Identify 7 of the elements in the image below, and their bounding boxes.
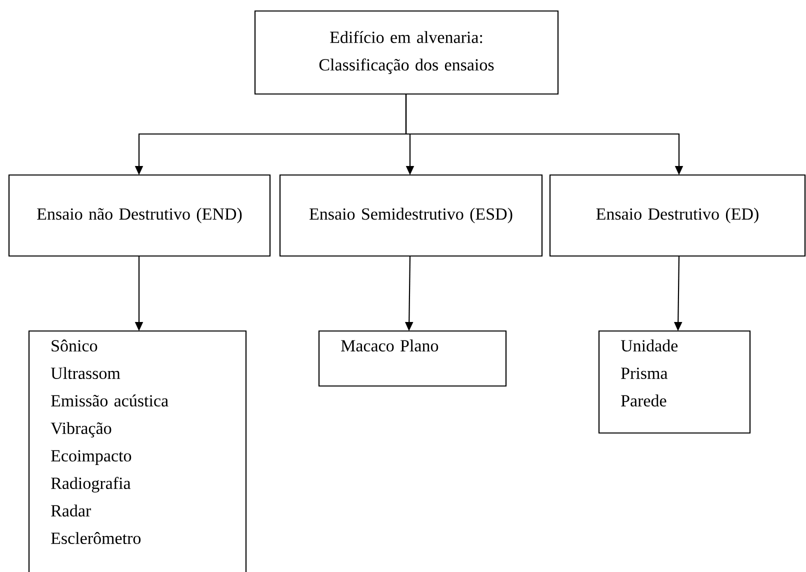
list-box: Unidade Prisma Parede: [598, 330, 751, 434]
box: Ensaio Destrutivo (ED): [549, 174, 806, 257]
box: Ensaio não Destrutivo (END): [8, 174, 271, 257]
list-box: Macaco Plano: [318, 330, 507, 387]
list-box: Sônico Ultrassom Emissão acústica Vibração Ecoimpacto Radiografia Radar Esclerômetro: [28, 330, 247, 572]
box: Ensaio Semidestrutivo (ESD): [279, 174, 543, 257]
box: Edifício em alvenaria: Classificação dos ensaios: [254, 10, 559, 95]
